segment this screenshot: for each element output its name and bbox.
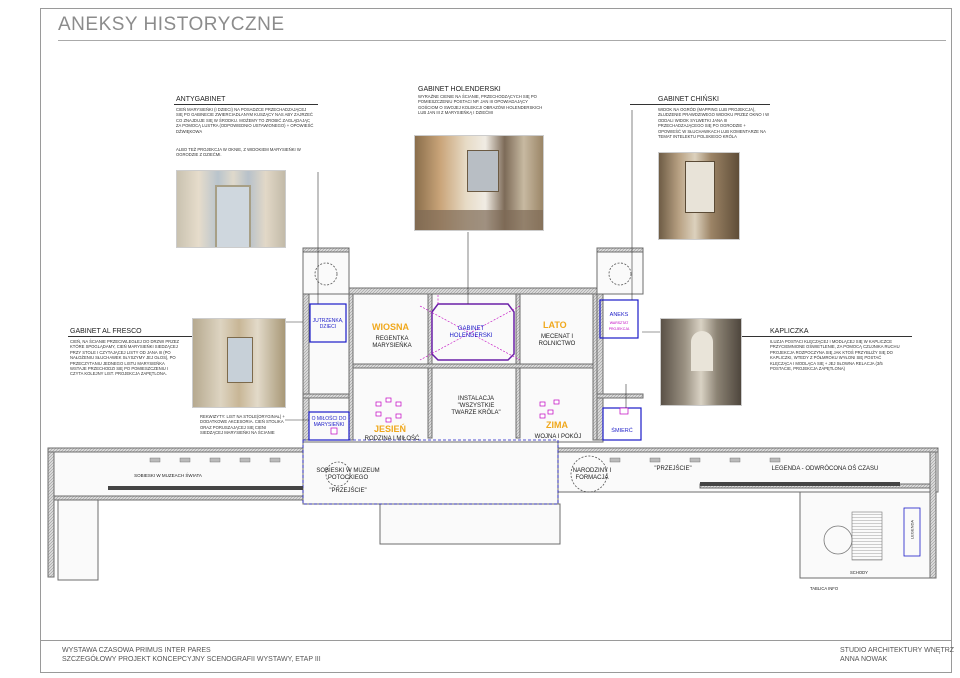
kapliczka-heading: KAPLICZKA (770, 328, 809, 335)
chinski-heading: GABINET CHIŃSKI (658, 96, 719, 103)
label-tablica: TABLICA INFO (810, 586, 839, 591)
room-zima: ZIMA (546, 420, 568, 430)
footer-divider (40, 640, 952, 641)
kapliczka-photo (660, 318, 742, 406)
room-milosc: O MIŁOŚCI DO MARYSIEŃKI (311, 416, 347, 428)
footer-left-line2: SZCZEGÓŁOWY PROJEKT KONCEPCYJNY SCENOGRA… (62, 656, 321, 663)
room-regentka: REGENTKA MARYSIEŃKA (372, 336, 412, 349)
kapliczka-underline (742, 336, 912, 337)
staircase (851, 511, 883, 561)
holenderski-photo (414, 135, 544, 231)
chinski-underline (630, 104, 770, 105)
room-legenda: LEGENDA - ODWRÓCONA OŚ CZASU (771, 466, 879, 472)
antygabinet-photo (176, 170, 286, 248)
time-axis-bar-right (700, 482, 900, 486)
room-gabinet-holenderski: GABINET HOLENDERSKI (449, 326, 493, 339)
room-aneks-sub: WARSZTAT PROJEKCJA (608, 321, 630, 331)
projector-markers (330, 397, 629, 435)
room-wiosna: WIOSNA (372, 322, 409, 332)
legenda-box (903, 507, 921, 557)
title-divider (58, 40, 946, 41)
room-legenda-short: LEGENDA (909, 519, 915, 540)
antygabinet-text: CIEŃ MARYSIEŃKI (I DZIECI) NA POSADZCE P… (176, 107, 314, 134)
round-halls (314, 262, 632, 493)
chinski-text: WIDOK NA OGRÓD (MAPPING LUB PROJEKCJA), … (658, 107, 770, 140)
alfresco-underline (68, 336, 192, 337)
jutrzenka-box (309, 303, 347, 343)
room-sobieski-muzeum: SOBIESKI W MUZEUM POTOCKIEGO (316, 468, 380, 481)
room-instalacja: INSTALACJA "WSZYSTKIE TWARZE KRÓLA" (451, 396, 501, 416)
staircase-oval (823, 525, 853, 555)
antygabinet-underline (174, 104, 318, 105)
time-axis-bar-left (108, 486, 303, 490)
room-smierc: ŚMIERĆ (611, 428, 633, 434)
room-rodzina: RODZINA I MIŁOŚĆ (364, 436, 420, 442)
alfresco-text: CIEŃ, NA ŚCIANIE PRZECIWLEGŁEJ DO DRZWI … (70, 339, 180, 377)
antygabinet-text-2: ALBO TEŻ PROJEKCJA W OKNIE, Z WIDOKIEM M… (176, 147, 301, 158)
footer-left-line1: WYSTAWA CZASOWA PRIMUS INTER PARES (62, 647, 211, 654)
label-schody: SCHODY (850, 570, 868, 575)
room-przejscie-1: "PRZEJŚCIE" (329, 488, 367, 494)
kapliczka-text: ILUZJA POSTACI KLĘCZĄCEJ I MODLĄCEJ SIĘ … (770, 339, 900, 372)
alfresco-heading: GABINET AL FRESCO (70, 328, 142, 335)
antygabinet-heading: ANTYGABINET (176, 96, 226, 103)
footer-right-line2: ANNA NOWAK (840, 656, 888, 663)
room-lato: LATO (543, 320, 567, 330)
chinski-photo (658, 152, 740, 240)
aneks-box (599, 299, 639, 339)
rekwizyty-text: REKWIZYTY: LIST NA STOLE(ORYGINAŁ) + DOD… (200, 414, 285, 436)
room-narodziny: NARODZINY I FORMACJA (572, 468, 612, 481)
room-aneks: ANEKS (609, 312, 629, 318)
room-sobieski-muzeach: SOBIESKI W MUZEACH ŚWIATA (134, 473, 202, 478)
alfresco-photo (192, 318, 286, 408)
holenderski-shape (431, 303, 515, 361)
holenderski-text: WYRAŹNE CIENIE NA ŚCIANIE, PRZECHODZĄCYC… (418, 94, 543, 116)
room-przejscie-2: "PRZEJŚCIE" (654, 466, 692, 472)
page-title: ANEKSY HISTORYCZNE (58, 14, 285, 35)
room-jutrzenka: JUTRZENKA, DZIECI (312, 318, 344, 330)
room-wojna: WOJNA I POKÓJ (534, 434, 582, 440)
sheet-frame (40, 8, 952, 673)
room-mecenat: MECENAT I ROLNICTWO (538, 334, 576, 347)
footer-right-line1: STUDIO ARCHITEKTURY WNĘTRZ (840, 647, 955, 654)
holenderski-heading: GABINET HOLENDERSKI (418, 86, 501, 93)
room-jesien: JESIEŃ (374, 424, 407, 434)
